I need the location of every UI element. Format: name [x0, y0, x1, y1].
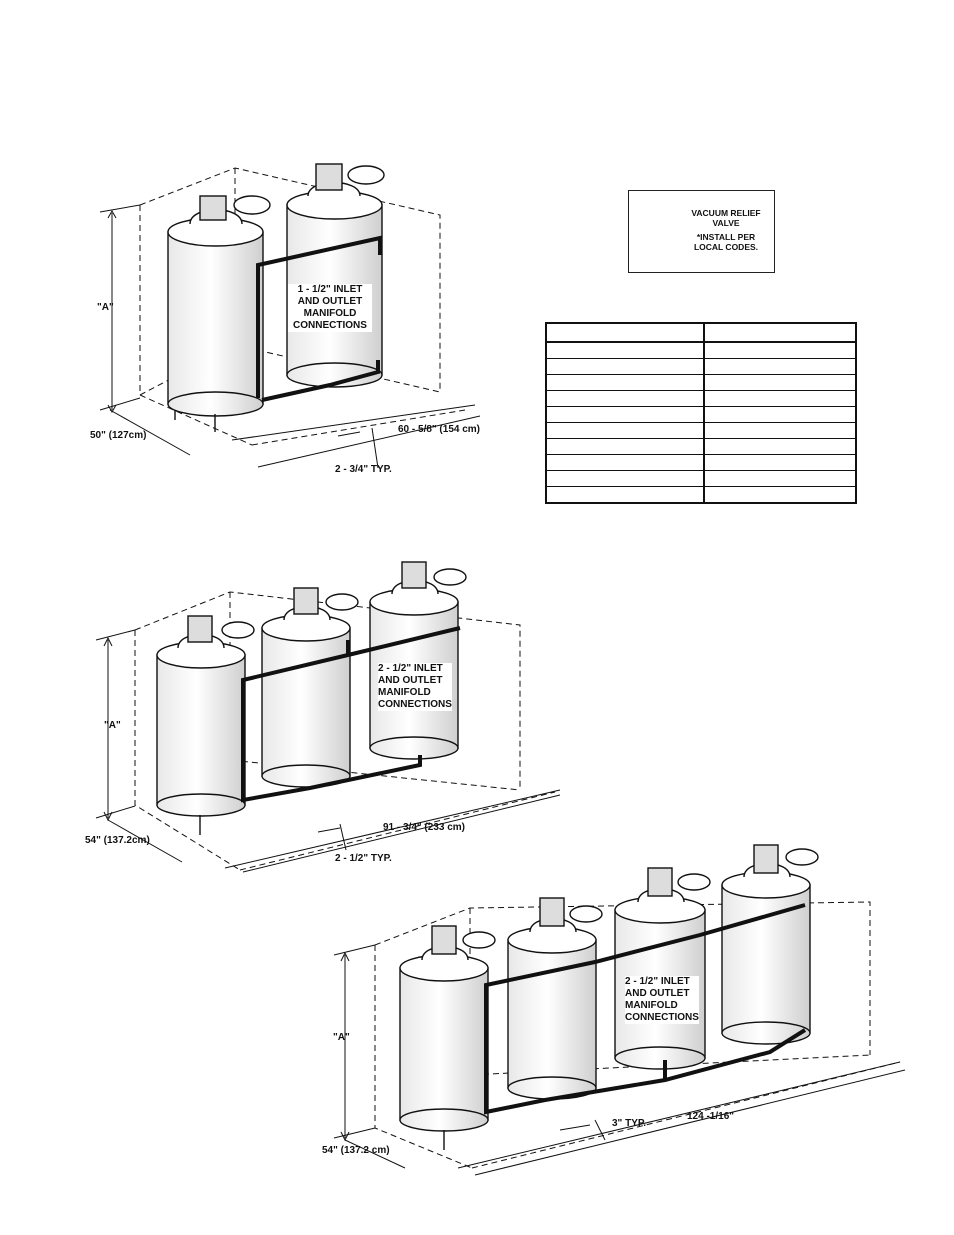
- table-row: [545, 454, 857, 471]
- table-row: [545, 470, 857, 487]
- water-heater-tank: [614, 867, 711, 1070]
- width-label: 91 - 3/4" (233 cm): [383, 822, 466, 833]
- width-label: 124 -1/16": [687, 1111, 734, 1122]
- water-heater-tank: [369, 561, 467, 760]
- depth-label: 50" (127cm): [90, 430, 147, 441]
- dimension-lines: [99, 204, 481, 469]
- height-label: "A": [104, 720, 121, 731]
- dimension-lines: [333, 944, 906, 1176]
- water-heater-tank: [399, 925, 496, 1150]
- water-heater-tank: [507, 897, 603, 1100]
- manifold-piping: [484, 903, 807, 1115]
- spacing-label: 2 - 1/2" TYP.: [335, 853, 392, 864]
- dimension-lines: [95, 629, 561, 873]
- depth-label: 54" (137.2cm): [85, 835, 150, 846]
- width-label: 60 - 5/8" (154 cm): [398, 424, 481, 435]
- table-row: [545, 438, 857, 455]
- spec-table: [545, 322, 857, 504]
- water-heater-tank: [167, 195, 271, 432]
- water-heater-tank: [286, 163, 385, 388]
- water-heater-tank: [721, 844, 819, 1045]
- table-row: [545, 406, 857, 423]
- water-heater-tank: [261, 587, 359, 788]
- height-label: "A": [333, 1032, 350, 1043]
- table-row: [545, 322, 857, 343]
- manifold-piping: [241, 626, 461, 803]
- vacuum-relief-note: *INSTALL PER LOCAL CODES.: [693, 232, 759, 252]
- manifold-label: 2 - 1/2" INLET AND OUTLET MANIFOLD CONNE…: [625, 976, 699, 1024]
- diagram-three-heaters: [95, 561, 561, 873]
- table-row: [545, 422, 857, 439]
- spacing-label: 2 - 3/4" TYP.: [335, 464, 392, 475]
- vacuum-relief-title: VACUUM RELIEF VALVE: [691, 208, 761, 228]
- table-row: [545, 486, 857, 504]
- manifold-label: 2 - 1/2" INLET AND OUTLET MANIFOLD CONNE…: [378, 663, 452, 711]
- table-row: [545, 390, 857, 407]
- vacuum-relief-valve-callout: VACUUM RELIEF VALVE *INSTALL PER LOCAL C…: [628, 190, 775, 273]
- water-heater-tank: [156, 615, 255, 835]
- depth-label: 54" (137.2 cm): [322, 1145, 390, 1156]
- table-row: [545, 358, 857, 375]
- table-row: [545, 341, 857, 359]
- manifold-label: 1 - 1/2" INLET AND OUTLET MANIFOLD CONNE…: [288, 284, 372, 332]
- manifold-piping: [256, 235, 382, 402]
- height-label: "A": [97, 302, 114, 313]
- table-row: [545, 374, 857, 391]
- spacing-label: 3" TYP.: [612, 1118, 647, 1129]
